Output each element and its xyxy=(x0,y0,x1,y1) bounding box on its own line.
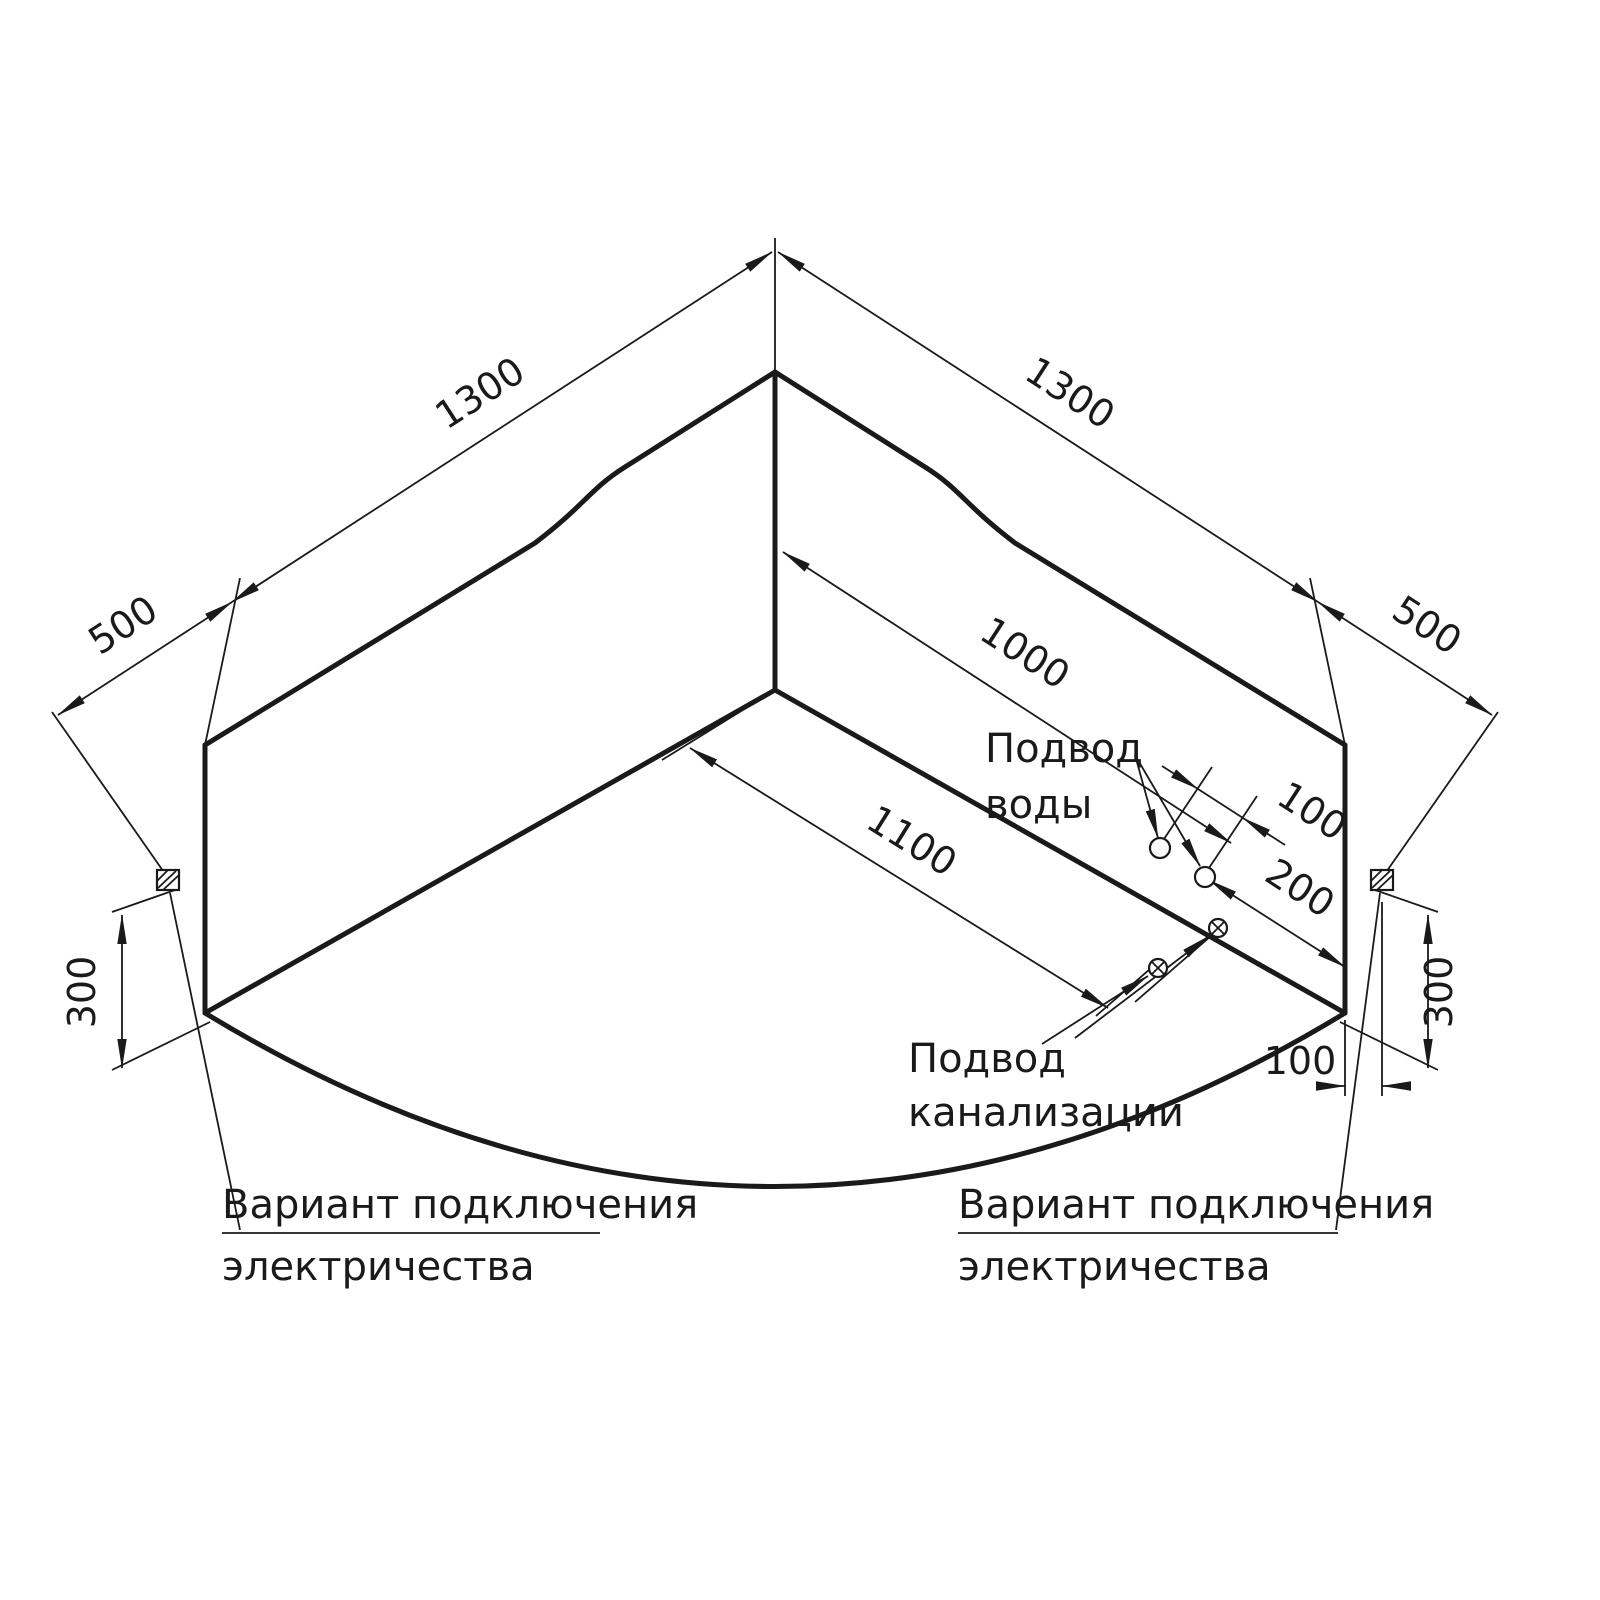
water-point1-extension xyxy=(1159,766,1213,846)
right-300-bottom-tick xyxy=(1339,1021,1439,1071)
left-300-bottom-tick xyxy=(111,1021,211,1071)
right-outlet-extension-line xyxy=(1381,711,1499,879)
dim-line-right-1300 xyxy=(777,251,1319,603)
dim-line-left-500 xyxy=(57,601,233,716)
water-point2-extension xyxy=(1204,795,1258,875)
sewer-leader-2 xyxy=(1074,935,1210,1039)
sewer-label-line2: канализации xyxy=(908,1090,1184,1136)
corner-bottom-extension xyxy=(661,689,776,761)
dim-1100: 1100 xyxy=(859,797,964,886)
left-outlet-extension-line xyxy=(51,711,169,879)
water-100-arrow-right xyxy=(1242,817,1286,846)
electric-outlet-right-hatch xyxy=(1370,869,1394,891)
dim-left-1300: 1300 xyxy=(427,348,532,438)
dimension-lines xyxy=(51,238,1499,1234)
water-100-connector xyxy=(1197,788,1244,819)
connection-symbols xyxy=(155,836,1395,979)
electric-left-label-line1: Вариант подключения xyxy=(222,1182,698,1228)
water-100-arrow-left xyxy=(1161,765,1199,790)
water-supply-point-2-icon xyxy=(1193,865,1217,889)
dim-left-500: 500 xyxy=(81,587,166,663)
dim-left-300: 300 xyxy=(60,956,104,1029)
right-wall-top-edge xyxy=(772,369,1348,748)
electric-left-label-line2: электричества xyxy=(222,1244,535,1290)
dim-200: 200 xyxy=(1258,850,1343,926)
right-300-top-tick xyxy=(1374,889,1439,913)
sewer-point-1-icon xyxy=(1147,957,1169,979)
dim-line-200 xyxy=(1208,879,1346,968)
left-corner-extension-line xyxy=(204,577,241,746)
dim-water-100: 100 xyxy=(1270,773,1355,849)
dim-bottom-100: 100 xyxy=(1264,1039,1337,1083)
dim-right-300: 300 xyxy=(1417,956,1461,1029)
dim-right-1300: 1300 xyxy=(1018,348,1123,438)
electric-outlet-left-icon xyxy=(155,868,181,892)
sewer-point-2-icon xyxy=(1207,917,1229,939)
annotation-labels: Подвод воды Подвод канализации Вариант п… xyxy=(222,726,1434,1290)
right-corner-extension-line xyxy=(1309,577,1346,746)
electric-left-leader xyxy=(169,892,241,1231)
left-wall-top-edge xyxy=(202,369,778,748)
electric-outlet-left-hatch xyxy=(156,869,180,891)
sewer-label-line1: Подвод xyxy=(908,1036,1066,1082)
water-supply-point-1-icon xyxy=(1148,836,1172,860)
sewer-point2-extension xyxy=(1134,935,1212,1003)
left-300-top-tick xyxy=(111,889,176,913)
dim-line-right-500 xyxy=(1317,601,1493,716)
water-leader-2 xyxy=(1134,754,1201,867)
dim-line-1000 xyxy=(782,551,1232,844)
electric-outlet-right-icon xyxy=(1369,868,1395,892)
left-wall-bottom-edge xyxy=(202,687,778,1016)
electric-right-label-line1: Вариант подключения xyxy=(958,1182,1434,1228)
dim-line-left-1300 xyxy=(231,251,773,603)
dim-line-1100 xyxy=(689,747,1109,1009)
electric-right-leader xyxy=(1335,892,1381,1231)
water-leader-1 xyxy=(1134,754,1159,839)
bath-outline xyxy=(202,369,1348,1189)
dim-right-500: 500 xyxy=(1385,587,1470,663)
sewer-leader-1 xyxy=(1041,975,1149,1045)
water-supply-label-line1: Подвод xyxy=(985,726,1143,772)
front-apron-arc xyxy=(202,1010,1348,1189)
electric-right-label-line2: электричества xyxy=(958,1244,1271,1290)
water-supply-label-line2: воды xyxy=(985,782,1092,828)
